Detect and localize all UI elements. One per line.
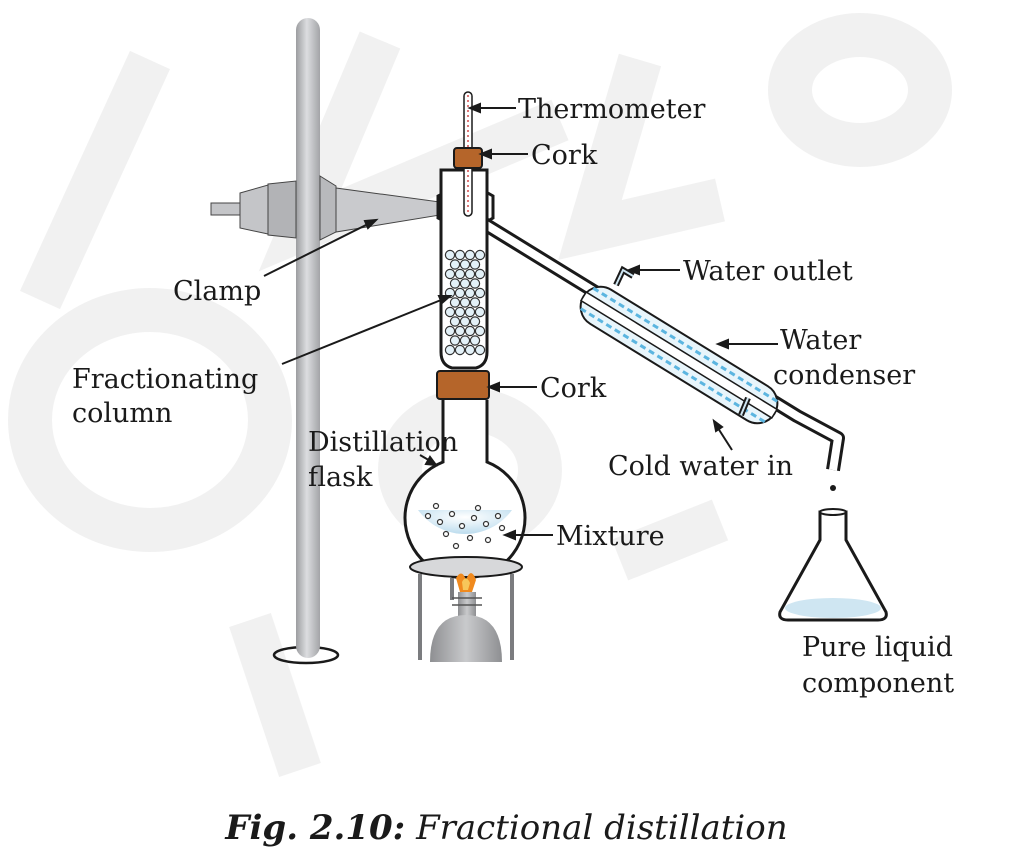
glass-bead [474,325,486,337]
glass-bead [449,335,461,346]
glass-bead [464,268,476,280]
label-pure-1: Pure liquid [802,632,953,663]
bubble [498,524,506,532]
water-condenser [579,265,779,425]
bubble [482,520,490,528]
label-water-condenser-2: condenser [773,360,915,391]
label-distillation-2: flask [308,462,373,493]
label-clamp: Clamp [173,276,261,307]
glass-bead [474,344,486,356]
glass-bead [469,259,481,270]
glass-bead [459,316,471,327]
figure-title: Fractional distillation [416,808,788,848]
glass-bead [454,268,466,280]
glass-bead [474,287,486,299]
label-thermometer: Thermometer [518,94,706,125]
glass-bead [469,278,481,289]
label-fractionating-2: column [72,398,172,429]
glass-bead [454,306,466,318]
label-water-condenser-1: Water [780,325,861,356]
glass-bead [464,344,476,356]
bubble [474,504,482,512]
glass-bead [469,335,481,346]
glass-bead [454,249,466,261]
watermark [8,13,952,777]
bubble [484,536,492,544]
bubble [432,502,440,510]
glass-bead [444,306,456,318]
bubble [436,518,444,526]
glass-bead [449,259,461,270]
label-fractionating-1: Fractionating [72,364,258,395]
glass-bead [454,287,466,299]
glass-bead [444,325,456,337]
figure-caption: Fig. 2.10: Fractional distillation [0,808,1013,848]
bubble [466,534,474,542]
label-cold-water-in: Cold water in [608,451,793,482]
mixture-bubbles [424,502,506,550]
conical-flask [778,485,888,622]
cork-bottom [436,370,490,400]
glass-bead [459,259,471,270]
glass-bead [464,249,476,261]
glass-bead [444,268,456,280]
glass-bead [444,249,456,261]
bubble [448,510,456,518]
glass-bead [459,278,471,289]
glass-beads [444,249,486,356]
glass-bead [464,306,476,318]
bubble [494,512,502,520]
glass-bead [444,344,456,356]
cork-top [453,147,483,169]
bubble [452,542,460,550]
bubble [424,512,432,520]
glass-bead [449,316,461,327]
bubble [470,514,478,522]
glass-bead [469,297,481,308]
bubble [442,530,450,538]
glass-bead [459,335,471,346]
glass-bead [449,297,461,308]
glass-bead [474,306,486,318]
label-mixture: Mixture [556,521,665,552]
leader-lines [263,102,778,541]
tripod-stand [409,556,523,660]
glass-bead [474,268,486,280]
clamp [210,175,495,241]
glass-bead [454,325,466,337]
distillation-flask [403,400,527,580]
label-cork-bottom: Cork [540,373,607,404]
glass-bead [474,249,486,261]
glass-bead [449,278,461,289]
burner [430,573,502,662]
label-pure-2: component [802,668,954,699]
glass-bead [464,287,476,299]
fractionating-column [439,168,489,418]
glass-bead [459,297,471,308]
glass-bead [454,344,466,356]
figure-number: Fig. 2.10: [225,808,406,848]
label-distillation-1: Distillation [308,427,458,458]
bubble [458,522,466,530]
label-water-outlet: Water outlet [683,256,853,287]
label-cork-top: Cork [531,140,598,171]
glass-bead [464,325,476,337]
glass-bead [469,316,481,327]
retort-stand [272,18,340,665]
